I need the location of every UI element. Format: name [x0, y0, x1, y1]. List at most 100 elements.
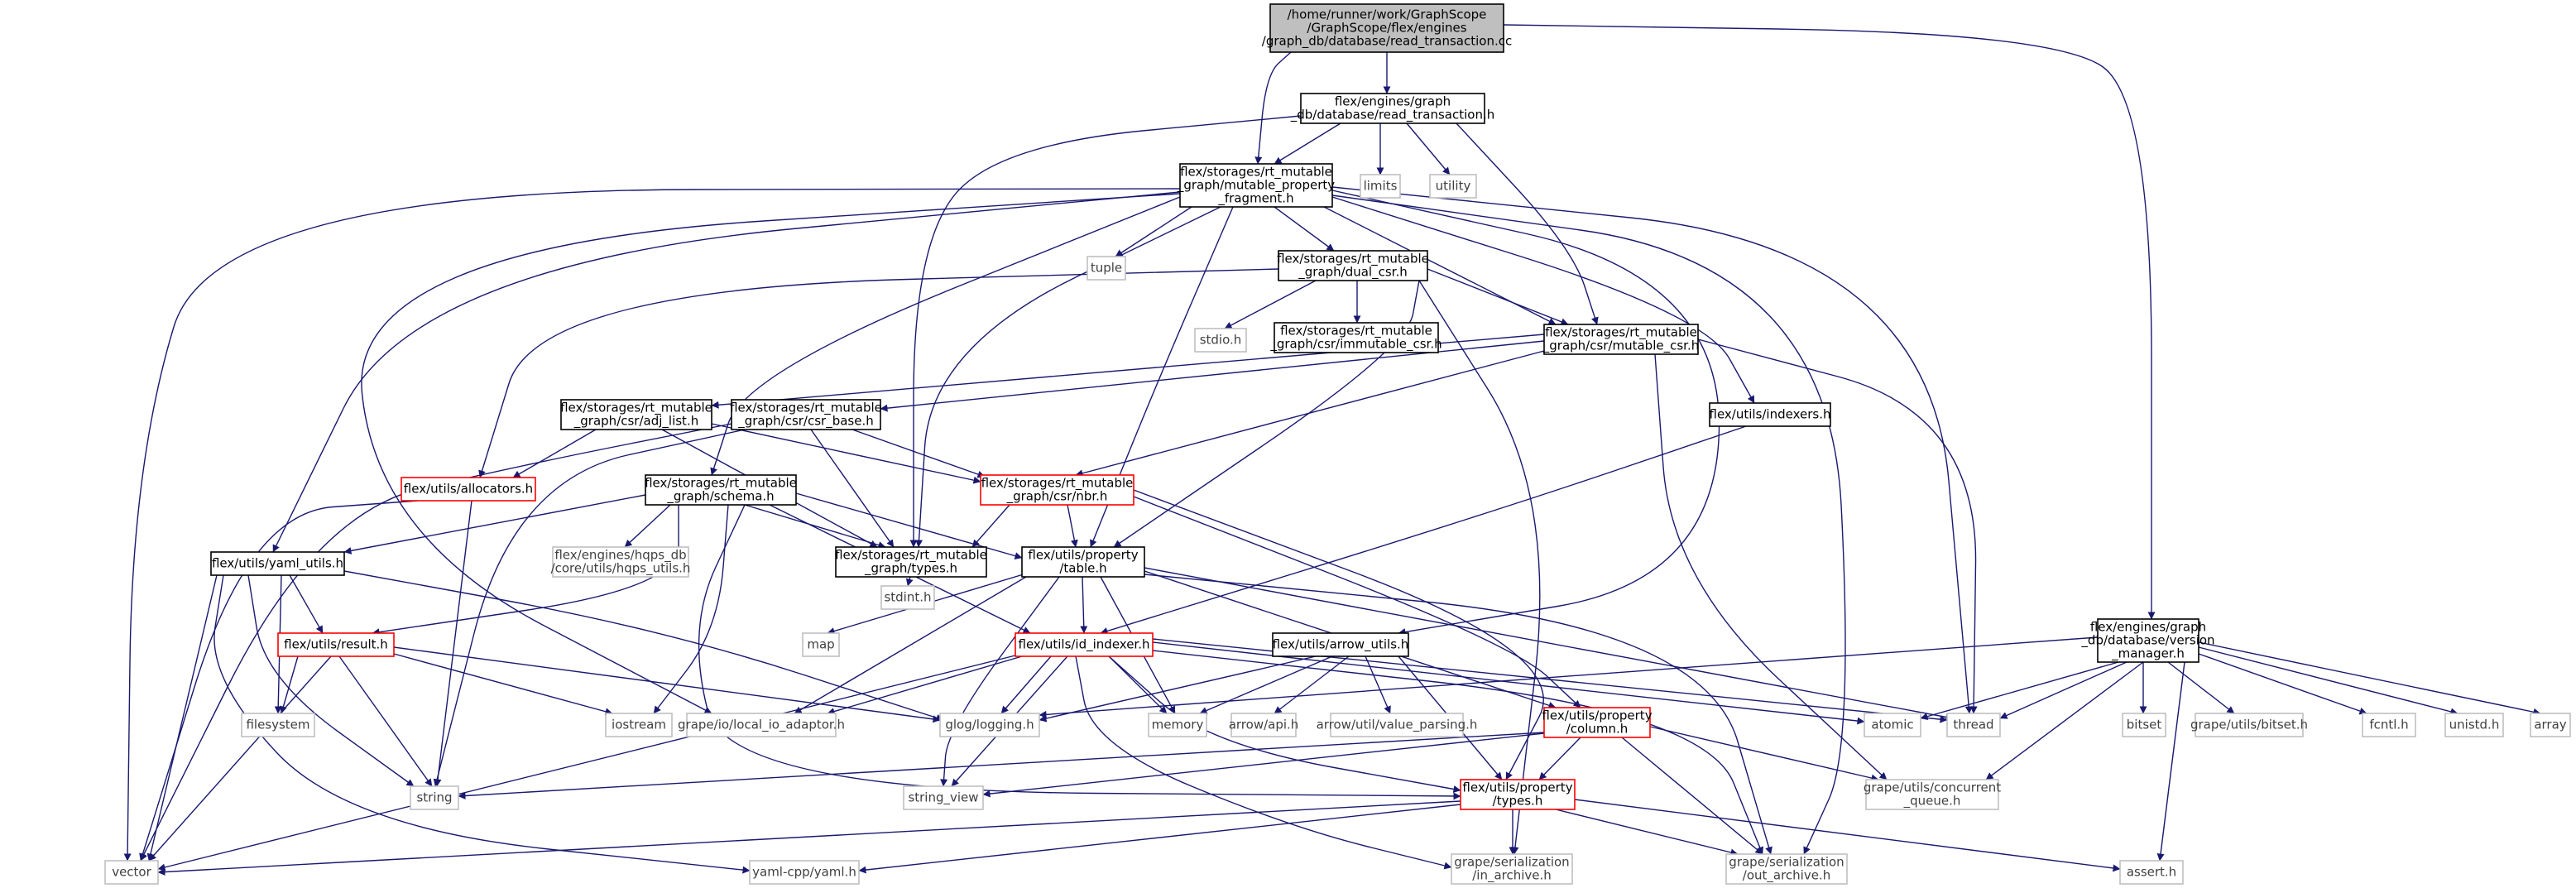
node-rt_cc[interactable]: /home/runner/work/GraphScope/GraphScope/… [1262, 3, 1512, 53]
node-alloc[interactable]: flex/utils/allocators.h [401, 477, 536, 502]
node-mutcsr[interactable]: flex/storages/rt_mutable_graph/csr/mutab… [1542, 324, 1699, 355]
node-assert: assert.h [2119, 860, 2184, 885]
node-label-line: _graph/types.h [864, 561, 957, 577]
edge-mutcsr-to-nbr [1075, 350, 1545, 478]
edge-mpf-to-schema [710, 196, 1181, 476]
node-box [903, 785, 984, 810]
node-label-line: arrow/util/value_parsing.h [1317, 718, 1478, 733]
edge-mpf-to-outarch [1331, 194, 1846, 855]
node-label-line: filesystem [246, 718, 309, 732]
node-label-line: grape/serialization [1454, 855, 1569, 870]
node-box [1330, 713, 1464, 737]
node-layer: /home/runner/work/GraphScope/GraphScope/… [104, 3, 2571, 885]
node-immut[interactable]: flex/storages/rt_mutable_graph/csr/immut… [1269, 322, 1442, 353]
node-vm[interactable]: flex/engines/graph_db/database/version_m… [2080, 618, 2215, 663]
node-schema[interactable]: flex/storages/rt_mutable_graph/schema.h [645, 474, 797, 506]
node-indexers[interactable]: flex/utils/indexers.h [1709, 402, 1831, 427]
edge-table-to-localio [794, 576, 1027, 714]
node-label-line: array [2534, 718, 2566, 732]
node-label-line: /home/runner/work/GraphScope [1288, 7, 1487, 22]
node-box [1709, 402, 1831, 427]
edge-rtypes-to-stdint [905, 576, 914, 587]
node-label-line: _manager.h [2111, 646, 2185, 662]
edge-mutcsr-to-thread [1697, 338, 1978, 714]
node-rt_h[interactable]: flex/engines/graph_db/database/read_tran… [1290, 93, 1494, 124]
node-box [1272, 632, 1409, 657]
node-yaml_utils[interactable]: flex/utils/yaml_utils.h [210, 551, 345, 576]
node-cqueue: grape/utils/concurrent_queue.h [1864, 779, 2001, 810]
node-mpf[interactable]: flex/storages/rt_mutable_graph/mutable_p… [1177, 163, 1335, 208]
node-label-line: /in_archive.h [1472, 868, 1552, 884]
node-box [1864, 713, 1921, 737]
node-label-line: iostream [612, 718, 666, 732]
node-result[interactable]: flex/utils/result.h [277, 632, 395, 657]
node-box [1230, 713, 1297, 737]
node-box [1015, 632, 1154, 657]
node-box [210, 551, 345, 576]
node-label-line: grape/utils/concurrent [1864, 780, 2001, 795]
node-label-line: yaml-cpp/yaml.h [752, 865, 856, 880]
node-csrbase[interactable]: flex/storages/rt_mutable_graph/csr/csr_b… [730, 399, 882, 430]
node-label-line: /core/utils/hqps_utils.h [551, 561, 691, 577]
edge-vm-to-thread [1999, 661, 2127, 719]
node-box [1021, 546, 1145, 578]
node-label-line: grape/io/local_io_adaptor.h [678, 718, 845, 733]
node-label-line: /table.h [1059, 561, 1106, 576]
node-dual[interactable]: flex/storages/rt_mutable_graph/dual_csr.… [1277, 250, 1429, 281]
node-box [1278, 250, 1428, 281]
edge-result-to-filesystem [280, 655, 299, 714]
node-table[interactable]: flex/utils/property/table.h [1021, 546, 1145, 578]
edge-rt_h-to-utility [1406, 122, 1451, 175]
node-vector: vector [104, 860, 159, 885]
edge-indexers-to-idx [1100, 425, 1747, 635]
edge-mpf-to-dual [1274, 206, 1335, 252]
node-label-line: flex/utils/id_indexer.h [1019, 637, 1150, 653]
node-label-line: flex/utils/property [1542, 708, 1652, 723]
node-localio: grape/io/local_io_adaptor.h [678, 713, 845, 737]
node-label-line: flex/storages/rt_mutable [1180, 165, 1332, 180]
node-box [2097, 618, 2199, 663]
node-box [1360, 174, 1401, 199]
edge-nbr-to-rtypes [971, 504, 1010, 548]
node-arrow_utils[interactable]: flex/utils/arrow_utils.h [1272, 632, 1409, 657]
edge-mpf-to-indexers [1331, 196, 1755, 404]
edge-arrow_utils-to-valparse [1365, 655, 1391, 714]
node-box [2122, 713, 2166, 737]
node-limits: limits [1360, 174, 1401, 199]
node-label-line: _graph/csr/adj_list.h [573, 414, 698, 430]
node-label-line: stdio.h [1200, 333, 1242, 348]
node-box [1460, 779, 1576, 810]
edge-idx-to-vector [157, 653, 1023, 871]
edge-yaml_utils-to-result [289, 574, 324, 634]
node-box [2362, 713, 2416, 737]
node-nbr[interactable]: flex/storages/rt_mutable_graph/csr/nbr.h [980, 474, 1134, 506]
node-inarch: grape/serialization/in_archive.h [1451, 853, 1573, 885]
node-label-line: map [807, 637, 834, 652]
node-box [1865, 779, 1999, 810]
node-hqps: flex/engines/hqps_db/core/utils/hqps_uti… [551, 546, 691, 578]
edge-idx-to-outarch [1152, 650, 1763, 855]
node-idx[interactable]: flex/utils/id_indexer.h [1015, 632, 1154, 657]
edge-dual-to-alloc [478, 268, 1279, 478]
edge-result-to-string [338, 655, 433, 787]
node-label-line: memory [1152, 718, 1204, 732]
node-adj[interactable]: flex/storages/rt_mutable_graph/csr/adj_l… [560, 399, 712, 430]
node-label-line: _graph/csr/mutable_csr.h [1542, 338, 1699, 354]
edge-vm-to-fcntl [2198, 653, 2367, 715]
node-rtypes[interactable]: flex/storages/rt_mutable_graph/types.h [835, 546, 987, 578]
edge-layer [123, 24, 2541, 876]
node-label-line: flex/storages/rt_mutable [560, 401, 712, 416]
edge-schema-to-rtypes [744, 504, 886, 549]
edge-result-to-vector [148, 655, 332, 862]
node-column[interactable]: flex/utils/property/column.h [1542, 707, 1653, 738]
node-label-line: _graph/csr/immutable_csr.h [1269, 337, 1442, 353]
node-box [1087, 256, 1126, 281]
node-ptypes[interactable]: flex/utils/property/types.h [1460, 779, 1576, 810]
node-atomic: atomic [1864, 713, 1921, 737]
node-box [2195, 713, 2304, 737]
node-label-line: _graph/schema.h [666, 489, 774, 505]
edge-ptypes-to-assert [1574, 799, 2121, 872]
edge-mpf-to-vector [123, 188, 1181, 862]
edge-csrbase-to-vector [140, 423, 732, 862]
node-label-line: flex/engines/hqps_db [554, 548, 686, 564]
